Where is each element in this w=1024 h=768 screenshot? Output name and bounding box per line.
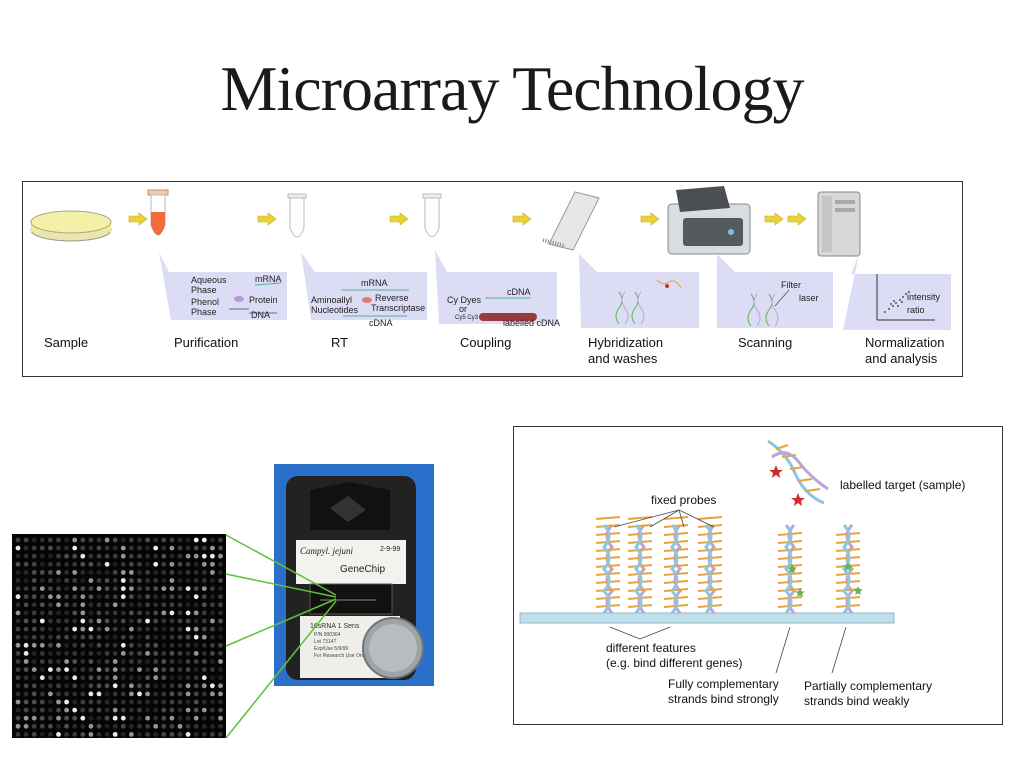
fully-complementary-strand [777,523,805,615]
svg-text:Nucleotides: Nucleotides [311,305,359,315]
svg-text:labelled cDNA: labelled cDNA [503,318,560,328]
step-label-normalization-2: and analysis [865,351,938,366]
step-label-hybridization-2: and washes [588,351,658,366]
fixed-probes-label: fixed probes [651,493,716,507]
red-star-icon [769,465,783,478]
microarray-spots [15,537,223,737]
arrow-icon [764,212,784,226]
probe-strand [595,516,621,615]
workflow-panel: Aqueous Phase mRNA Phenol Phase Protein … [22,181,963,377]
svg-text:Reverse: Reverse [375,293,409,303]
arrow-icon [787,212,807,226]
probe-strand [663,516,689,615]
different-features-label: different features [606,641,696,655]
microarray-and-chip: Campyl. jejuni 2-9-99 GeneChip 16sRNA 1 … [12,464,434,739]
svg-text:Phase: Phase [191,285,217,295]
probe-strand [627,516,653,615]
svg-text:Cy5 Cy3: Cy5 Cy3 [455,315,479,321]
svg-text:DNA: DNA [251,310,270,320]
svg-text:mRNA: mRNA [255,274,282,284]
svg-text:Filter: Filter [781,280,801,290]
fully-complementary-label: Fully complementary [668,677,779,691]
computer-tower-icon [817,191,861,257]
svg-text:2-9-99: 2-9-99 [380,546,400,553]
callout-rt [301,252,427,320]
svg-text:16sRNA 1 Sens: 16sRNA 1 Sens [310,623,360,630]
workflow-graphic: Aqueous Phase mRNA Phenol Phase Protein … [30,186,951,330]
arrow-icon [640,212,660,226]
svg-text:intensity: intensity [907,292,941,302]
step-label-rt: RT [331,335,349,350]
step-label-hybridization: Hybridization [588,335,664,350]
green-star-icon [853,586,863,595]
step-label-coupling: Coupling [460,335,512,350]
probes-panel: labelled target (sample) fixed probes di… [513,426,1003,725]
red-star-icon [791,493,805,506]
step-label-normalization: Normalization [865,335,945,350]
step-label-scanning: Scanning [738,335,793,350]
arrow-icon [257,212,277,226]
probe-hybridization-diagram: labelled target (sample) fixed probes di… [519,439,965,708]
labelled-target-strand [767,439,829,506]
tube-orange-icon [147,189,169,236]
callout-coupling [435,250,557,324]
labelled-target-label: labelled target (sample) [840,478,965,492]
tube-icon [287,193,307,238]
svg-text:cDNA: cDNA [369,318,393,328]
svg-text:Phase: Phase [191,307,217,317]
svg-text:Transcriptase: Transcriptase [371,303,425,313]
svg-text:Campyl. jejuni: Campyl. jejuni [300,546,353,556]
svg-text:cDNA: cDNA [507,287,531,297]
arrow-icon [512,212,532,226]
microarray-scan-image [12,534,226,738]
glass-slide-icon [542,191,600,251]
scanner-icon [667,186,751,255]
svg-text:Protein: Protein [249,295,278,305]
green-star-icon [843,562,853,571]
callout-purification [159,252,287,320]
green-star-icon [795,588,805,597]
svg-text:For Research Use Only: For Research Use Only [314,653,367,659]
svg-text:P/N 900364: P/N 900364 [314,632,341,638]
fixed-probe-group [595,516,863,615]
svg-text:Exp/Use 5/9/99: Exp/Use 5/9/99 [314,646,348,652]
callout-analysis [843,254,951,330]
label-aqueous: Aqueous [191,275,227,285]
green-star-icon [787,564,797,573]
genechip-logo: GeneChip [340,564,385,575]
arrow-icon [128,212,148,226]
callout-scanning [717,254,833,328]
step-label-purification: Purification [174,335,239,350]
tube-icon [422,193,442,238]
svg-text:mRNA: mRNA [361,278,388,288]
svg-text:Cy Dyes: Cy Dyes [447,295,482,305]
callout-hybridization [579,254,699,328]
substrate-surface [519,612,895,624]
svg-text:or: or [459,304,467,314]
partially-complementary-sub: strands bind weakly [804,694,909,708]
svg-text:Lot 73147: Lot 73147 [314,639,336,645]
svg-text:Aminoallyl: Aminoallyl [311,295,352,305]
partially-complementary-label: Partially complementary [804,679,932,693]
fully-complementary-sub: strands bind strongly [668,692,779,706]
step-label-sample: Sample [44,335,89,350]
svg-text:laser: laser [799,293,819,303]
arrow-icon [389,212,409,226]
petri-dish-icon [30,210,112,242]
slide-title: Microarray Technology [220,53,805,124]
partially-complementary-strand [835,523,863,615]
svg-text:ratio: ratio [907,305,925,315]
svg-text:Phenol: Phenol [191,297,219,307]
probe-strand [697,516,723,615]
different-features-sub: (e.g. bind different genes) [606,656,743,670]
